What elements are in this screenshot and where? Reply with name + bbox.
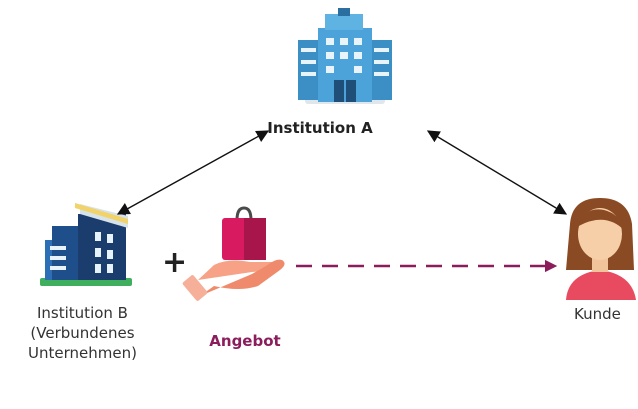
- hand-with-shopping-bag-icon: [182, 206, 285, 301]
- institution-b-line-1: Institution B: [37, 304, 128, 322]
- institution-a-label: Institution A: [267, 119, 373, 137]
- plus-operator: +: [162, 245, 188, 280]
- arrow-a-b: [116, 130, 270, 215]
- customer-label: Kunde: [574, 305, 621, 323]
- arrow-a-customer: [426, 130, 568, 215]
- institution-b-line-2: (Verbundenes: [30, 324, 135, 342]
- offer-label: Angebot: [209, 332, 281, 350]
- woman-avatar-icon: [566, 198, 636, 300]
- office-building-icon: [298, 8, 392, 104]
- institution-b-line-3: Unternehmen): [28, 344, 137, 362]
- institution-b-label: Institution B (Verbundenes Unternehmen): [10, 303, 155, 363]
- affiliated-building-icon: [40, 203, 132, 286]
